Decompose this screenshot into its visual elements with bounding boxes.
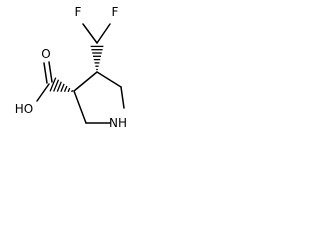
bond-c2-c3	[73, 90, 87, 124]
bond-c5-n1	[120, 86, 125, 109]
bond-c4-c5	[96, 71, 122, 88]
hydroxyl-label: HO	[15, 102, 33, 116]
bond-c-o-double-b	[48, 61, 53, 83]
bond-c3-c4	[73, 71, 98, 92]
bond-chf2-f-right	[96, 23, 111, 44]
hashed-wedge-c4-chf2	[90, 45, 104, 71]
nitrogen-label: NH	[109, 116, 127, 130]
fluorine-left-label: F	[75, 5, 82, 19]
hashed-wedge-c3-cooh	[49, 77, 74, 93]
carbonyl-oxygen-label: O	[41, 47, 50, 61]
bond-c-o-double-a	[43, 62, 48, 84]
molecule-structure: F F NH HO O	[15, 5, 127, 130]
bond-c-oh	[36, 83, 50, 102]
bond-chf2-f-left	[82, 23, 98, 44]
fluorine-right-label: F	[112, 5, 119, 19]
